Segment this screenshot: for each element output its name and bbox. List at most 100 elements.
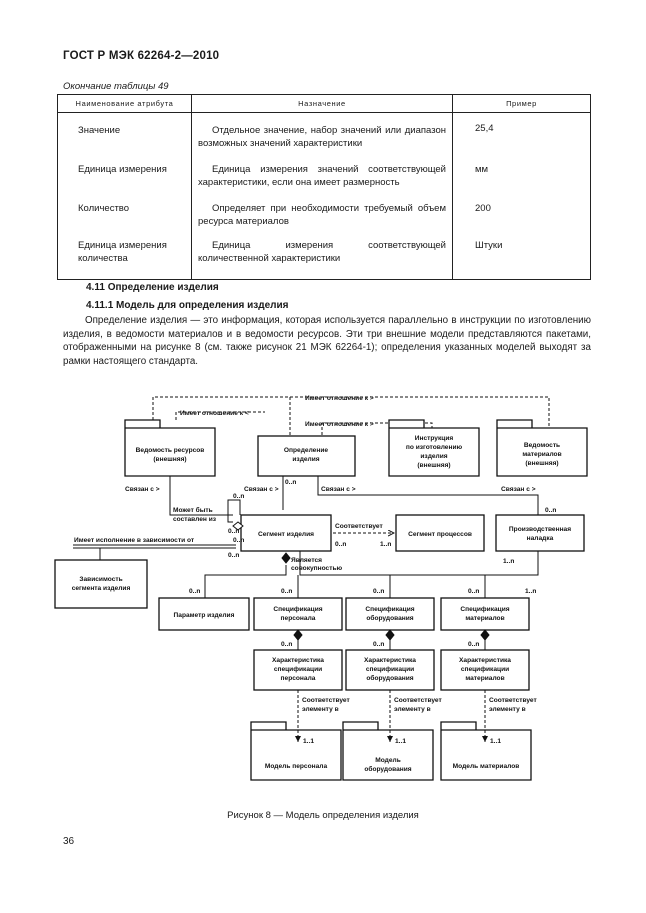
filled-diamond-icon [281, 552, 291, 564]
bill-materials-package [496, 419, 588, 477]
table-caption: Окончание таблицы 49 [63, 81, 169, 92]
relation-label: Связан с > [501, 486, 536, 493]
multiplicity: 0..n [228, 552, 239, 559]
multiplicity: 1..1 [490, 738, 501, 745]
production-setting-label: Производственная [509, 526, 571, 533]
aggregation-diamonds [232, 521, 490, 641]
multiplicity-labels: 0..n 0..n 0..n 0..n 0..n 0..n 0..n 1..n … [189, 479, 556, 745]
attribute-name: Единица измерения количества [57, 232, 192, 280]
resource-bill-package [124, 419, 216, 477]
relation-label: Может быть [173, 506, 213, 514]
column-header: Наименование атрибута [57, 94, 192, 113]
personnel-prop-label: спецификации [274, 666, 322, 673]
multiplicity: 1..n [503, 558, 514, 565]
resource-bill-label: (внешняя) [153, 456, 186, 463]
equipment-model-label: оборудования [364, 765, 411, 773]
segment-dependency-label: Зависимость [79, 576, 122, 583]
instructions-label: Инструкция [415, 435, 454, 442]
equipment-spec-box [345, 597, 435, 631]
material-prop-label: материалов [465, 675, 504, 682]
attribute-purpose: Отдельное значение, набор значений или д… [191, 112, 453, 154]
multiplicity: 0..n [373, 641, 384, 648]
open-diamond-icon [232, 521, 244, 531]
filled-diamond-icon [293, 629, 303, 641]
process-segment-label: Сегмент процессов [408, 531, 472, 538]
equipment-spec-label: Спецификация [365, 606, 414, 613]
attribute-example: Штуки [452, 232, 591, 280]
personnel-prop-label: персонала [281, 675, 316, 682]
resource-bill-label: Ведомость ресурсов [136, 447, 205, 454]
instructions-label: (внешняя) [417, 462, 450, 469]
association-lines [73, 476, 539, 650]
model-relation-lines [295, 690, 488, 742]
product-def-label: изделия [292, 456, 319, 463]
attribute-purpose: Определяет при необходимости требуемый о… [191, 193, 453, 232]
production-setting-box [495, 514, 585, 552]
attribute-name: Количество [57, 193, 192, 232]
table-row: Значение Отдельное значение, набор значе… [57, 112, 591, 154]
production-setting-label: наладка [527, 535, 554, 542]
product-segment-box [240, 514, 332, 552]
bill-materials-label: Ведомость [524, 442, 560, 449]
relation-label: элементу в [489, 706, 526, 713]
relation-label: Связан с > [244, 486, 279, 493]
section-title: 4.11 Определение изделия [86, 282, 219, 293]
material-prop-label: Характеристика [459, 657, 511, 664]
multiplicity: 1..1 [303, 738, 314, 745]
filled-diamond-icon [480, 629, 490, 641]
package-boxes [124, 419, 588, 781]
segment-dependency-box [54, 559, 148, 609]
material-spec-box [440, 597, 530, 631]
instructions-label: изделия [420, 453, 447, 460]
attribute-purpose: Единица измерения соответствующей количе… [191, 232, 453, 280]
attribute-example: 200 [452, 193, 591, 232]
product-def-label: Определение [284, 447, 328, 454]
node-labels: Ведомость ресурсов (внешняя) Определение… [72, 435, 572, 773]
instructions-package [388, 419, 480, 477]
relation-label: совокупностью [291, 565, 343, 572]
material-prop-label: спецификации [461, 666, 509, 673]
personnel-spec-label: персонала [281, 615, 316, 622]
equipment-prop-box [345, 649, 435, 691]
equipment-prop-label: оборудования [366, 674, 413, 682]
personnel-spec-box [253, 597, 343, 631]
relation-label: составлен из [173, 516, 217, 523]
bill-materials-label: (внешняя) [525, 460, 558, 467]
relation-label: Является [291, 557, 322, 564]
material-spec-label: материалов [465, 615, 504, 622]
product-definition-box [257, 435, 356, 477]
multiplicity: 0..n [281, 641, 292, 648]
column-header: Назначение [191, 94, 453, 113]
instructions-label: по изготовлению [406, 444, 463, 451]
personnel-prop-box [253, 649, 343, 691]
attribute-table: Наименование атрибута Назначение Пример … [57, 94, 591, 280]
table-row: Единица измерения Единица измерения знач… [57, 154, 591, 193]
attribute-purpose: Единица измерения значений соответствующ… [191, 154, 453, 193]
material-prop-box [440, 649, 530, 691]
attribute-name: Значение [57, 112, 192, 154]
multiplicity: 0..n [545, 507, 556, 514]
table-row: Количество Определяет при необходимости … [57, 193, 591, 232]
personnel-spec-label: Спецификация [273, 606, 322, 613]
equipment-prop-label: Характеристика [364, 657, 416, 664]
multiplicity: 1..n [380, 541, 391, 548]
relation-label: Связан с > [321, 486, 356, 493]
body-paragraph: Определение изделия — это информация, ко… [63, 315, 591, 367]
multiplicity: 1..1 [395, 738, 406, 745]
material-spec-label: Спецификация [460, 606, 509, 613]
relation-label: Соответствует [335, 523, 384, 530]
filled-diamond-icon [385, 629, 395, 641]
product-segment-label: Сегмент изделия [258, 531, 314, 538]
figure-caption: Рисунок 8 — Модель определения изделия [227, 810, 419, 821]
table-header-row: Наименование атрибута Назначение Пример [57, 94, 591, 113]
personnel-model-package [250, 721, 342, 781]
relation-label: Имеет отношение к < [180, 410, 249, 417]
document-header: ГОСТ Р МЭК 62264-2—2010 [63, 50, 220, 62]
relation-label: элементу в [394, 706, 431, 713]
relation-label: Имеет исполнение в зависимости от [74, 537, 195, 544]
class-boxes [54, 435, 585, 691]
multiplicity: 0..n [335, 541, 346, 548]
equipment-model-package [342, 721, 434, 781]
attribute-example: мм [452, 154, 591, 193]
relation-label: Соответствует [394, 697, 443, 704]
